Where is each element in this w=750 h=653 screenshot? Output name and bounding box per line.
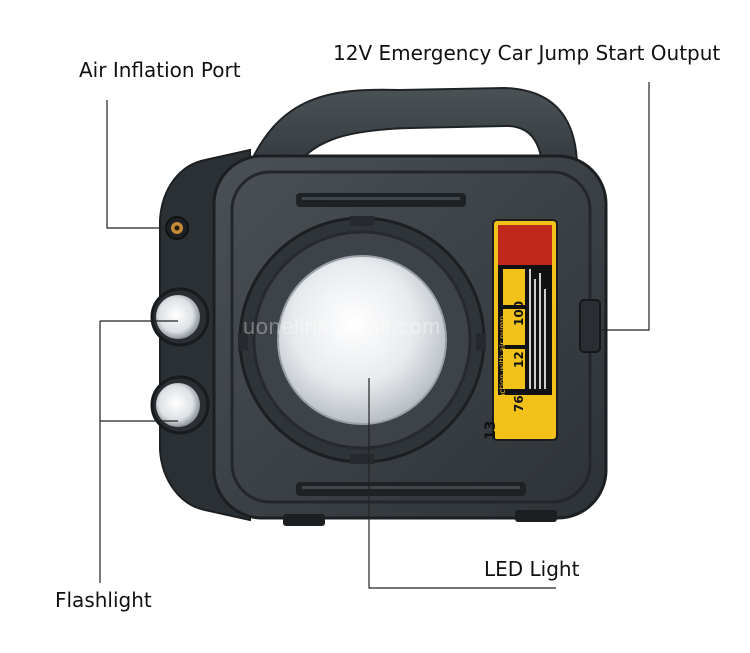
label-model-number: 13: [483, 421, 499, 440]
watermark: uonelink.en.ali.com: [243, 314, 441, 339]
leader-led-light: [368, 378, 556, 589]
spec-label-panel: [492, 219, 558, 441]
label-stat-1: 76: [512, 395, 526, 412]
callout-led-light: LED Light: [484, 557, 580, 581]
leader-lines: [99, 82, 650, 589]
jump-start-port: [579, 299, 601, 353]
label-stat-3: 100: [512, 301, 526, 326]
callout-jump-start-output: 12V Emergency Car Jump Start Output: [333, 41, 721, 65]
leader-jump-start: [600, 82, 650, 331]
callout-flashlight: Flashlight: [55, 588, 152, 612]
led-lamp-lens: [277, 255, 447, 425]
leader-air-port: [106, 100, 168, 229]
label-stat-2: 12: [512, 351, 526, 368]
label-brand-line: multi-function with air pump: [498, 316, 507, 430]
callout-air-inflation-port: Air Inflation Port: [79, 58, 241, 82]
